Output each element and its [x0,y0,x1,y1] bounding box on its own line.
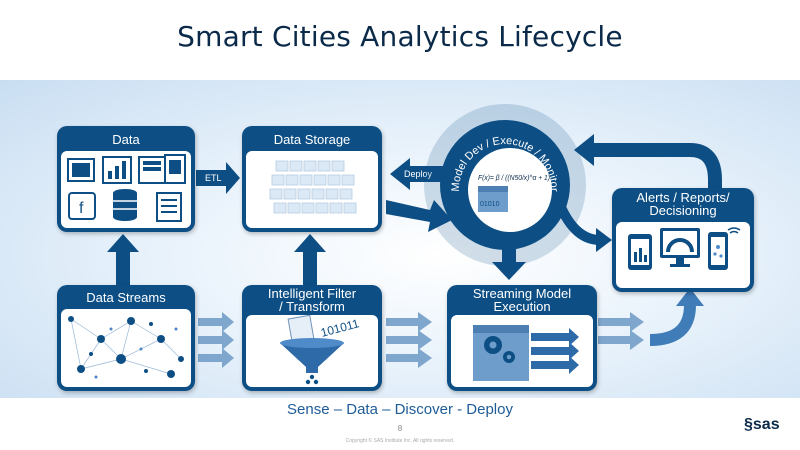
etl-arrow [196,162,240,194]
filter-title-line1: Intelligent Filter [267,286,357,301]
flow-arrows-3 [598,312,644,350]
data-icons: f [67,154,186,222]
intelligent-filter-box: Intelligent Filter / Transform 101011 [242,285,382,391]
sas-logo-text: sas [752,416,780,433]
streaming-content [451,315,593,387]
data-box-title: Data [112,132,140,147]
slide-title: Smart Cities Analytics Lifecycle [177,20,623,53]
tagline: Sense – Data – Discover - Deploy [287,401,513,418]
streaming-to-alerts-curve [649,304,696,346]
data-storage-content [246,151,378,228]
data-streams-title: Data Streams [86,290,166,305]
data-box-content: f [61,151,191,228]
devices-icon [628,227,741,270]
model-to-alerts-curve [585,143,722,188]
streaming-model-box: Streaming Model Execution [447,285,597,391]
alerts-content [616,222,750,288]
flow-arrows-2 [386,312,432,368]
model-to-alerts-lower-head [596,228,612,252]
data-streams-box: Data Streams [57,285,195,391]
alerts-title-line2: Decisioning [649,203,717,218]
filter-to-storage-arrow [294,234,326,286]
sas-logo-mark: § [744,416,753,433]
streaming-to-alerts-head [676,288,704,306]
gears-stream-icon [473,325,579,381]
data-box: Data f [57,126,195,232]
filter-content: 101011 [246,314,378,387]
alerts-box: Alerts / Reports/ Decisioning [612,188,754,292]
storage-to-model-arrow [386,200,452,232]
funnel-shape [280,343,344,373]
flow-arrows-1 [198,312,234,368]
page-number: 8 [397,424,403,433]
model-to-streaming-arrow [492,236,526,280]
model-circle-inner [468,148,552,232]
model-to-alerts-arrowhead [574,134,594,166]
data-streams-content [61,309,191,387]
data-storage-box: Data Storage [242,126,382,232]
funnel-icon: 101011 [280,314,361,385]
deploy-label: Deploy [404,169,433,179]
etl-label: ETL [205,173,222,183]
sas-logo: §sas [744,416,780,434]
storage-grid-icon [269,160,357,214]
data-storage-title: Data Storage [273,132,351,147]
svg-text:f: f [79,200,84,217]
iot-network-icon [68,316,184,379]
facebook-icon [68,192,96,220]
streams-to-data-arrow [107,234,139,286]
filter-binary-text: 101011 [319,316,361,340]
wifi-icon [727,227,741,231]
filter-title-line2: / Transform [279,299,345,314]
copyright: Copyright © SAS Institute Inc. All right… [345,438,455,444]
streaming-title-line1: Streaming Model [472,286,572,301]
streaming-title-line2: Execution [493,299,551,314]
alerts-title-line1: Alerts / Reports/ [636,190,730,205]
database-icon [113,189,137,221]
